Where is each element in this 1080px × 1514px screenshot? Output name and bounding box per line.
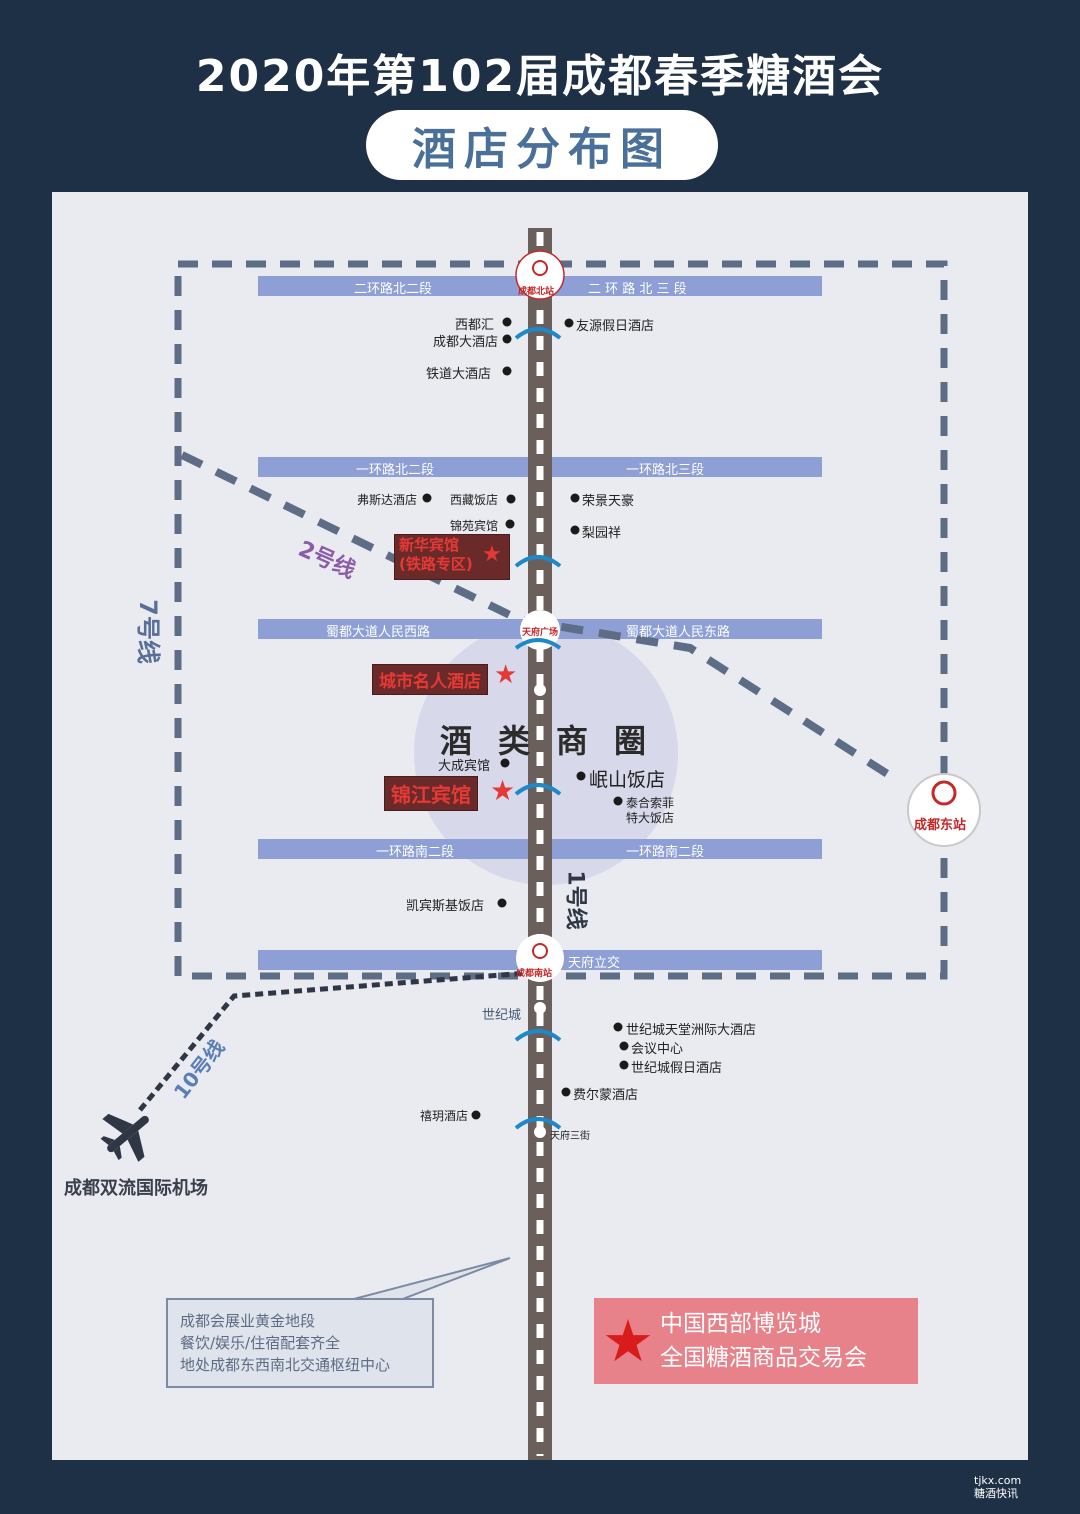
hotel-minshan: 岷山饭店 (589, 769, 666, 791)
metro-station-icon (514, 555, 562, 568)
callout-line: 餐饮/娱乐/住宿配套齐全 (180, 1334, 341, 1352)
star-icon: ★ (494, 660, 518, 690)
legend-line: 中国西部博览城 (660, 1311, 821, 1337)
hotel-shijicheng-intercontinental: 世纪城天堂洲际大酒店 (626, 1023, 757, 1038)
railway-icon (532, 943, 548, 959)
station-tianfu-square: 天府广场 (522, 628, 559, 638)
legend-line: 全国糖酒商品交易会 (660, 1345, 867, 1371)
hotel-liyuanxiang: 梨园祥 (582, 526, 622, 541)
hotel-shijicheng-holiday: 世纪城假日酒店 (631, 1061, 723, 1076)
railway-icon (931, 780, 957, 806)
hotel-jinjiang: 锦江宾馆 (384, 776, 478, 811)
hotel-xinhua-sub: (铁路专区) (399, 555, 473, 573)
metro-station-icon (514, 327, 562, 340)
hotel-fusida: 弗斯达酒店 (357, 493, 418, 507)
star-icon: ★ (490, 774, 516, 807)
road-label: 一环路北二段 (356, 463, 435, 478)
page-title: 2020年第102届成都春季糖酒会 (195, 51, 885, 102)
hotel-xiduhui: 西都汇 (455, 318, 495, 333)
road-label: 一环路南二段 (626, 845, 705, 860)
metro-stop (534, 684, 546, 696)
callout-box: 成都会展业黄金地段 餐饮/娱乐/住宿配套齐全 地处成都东西南北交通枢纽中心 (166, 1298, 434, 1388)
hotel-conference-center: 会议中心 (631, 1042, 684, 1057)
watermark-brand: 糖酒快讯 (974, 1487, 1018, 1500)
road-label: 蜀都大道人民东路 (626, 625, 731, 640)
station-tianfu-3rd: 天府三街 (550, 1131, 590, 1142)
hotel-sofitel-line1: 泰合索菲 (626, 796, 675, 810)
star-icon: ★ (602, 1307, 654, 1375)
station-east: 成都东站 (914, 818, 967, 833)
hotel-dots (422, 317, 629, 1120)
callout-line: 成都会展业黄金地段 (180, 1312, 316, 1330)
hotel-kempinski: 凯宾斯基饭店 (406, 899, 485, 914)
line10-route (138, 969, 541, 1112)
hotel-chengdu-grand: 成都大酒店 (433, 335, 499, 350)
callout-line: 地处成都东西南北交通枢纽中心 (180, 1356, 391, 1374)
hotel-xinhua: 新华宾馆 (399, 536, 460, 554)
star-icon: ★ (482, 542, 502, 567)
airport-name: 成都双流国际机场 (64, 1178, 208, 1199)
station-south: 成都南站 (516, 969, 553, 979)
hotel-city-celebrity: 城市名人酒店 (372, 664, 488, 695)
line1-label: 1号线 (562, 870, 588, 930)
hotel-dacheng: 大成宾馆 (438, 759, 491, 774)
hotel-jinyuan: 锦苑宾馆 (450, 519, 499, 533)
line2-route (180, 451, 903, 786)
line7-label: 7号线 (133, 599, 162, 664)
hotel-fairmont: 费尔蒙酒店 (573, 1088, 639, 1103)
watermark: tjkx.com 糖酒快讯 (974, 1474, 1021, 1500)
hotel-rongjing: 荣景天豪 (582, 494, 635, 509)
road-label: 一环路北三段 (626, 463, 705, 478)
metro-stop (534, 1002, 546, 1014)
subtitle-pill: 酒店分布图 (366, 110, 718, 180)
legend-box: ★ 中国西部博览城 全国糖酒商品交易会 (594, 1298, 918, 1384)
metro-stop (534, 1126, 546, 1138)
hotel-xiyue: 禧玥酒店 (420, 1109, 469, 1123)
subtitle: 酒店分布图 (412, 124, 672, 175)
callout-pointer (349, 1257, 511, 1301)
east-station-marker (907, 773, 981, 847)
legend-text: 中国西部博览城 全国糖酒商品交易会 (660, 1307, 867, 1375)
metro-station-icon (514, 638, 562, 650)
hotel-xizang: 西藏饭店 (450, 493, 499, 507)
road-label: 二环路北二段 (354, 282, 433, 297)
road-label: 蜀都大道人民西路 (326, 625, 431, 640)
metro-station-icon (514, 1117, 562, 1130)
road-label: 一环路南二段 (376, 845, 455, 860)
station-shijicheng: 世纪城 (482, 1008, 522, 1023)
hotel-xinhua-highlight: 新华宾馆 (铁路专区) (394, 534, 510, 580)
hotel-youyuan-holiday: 友源假日酒店 (576, 319, 655, 334)
airplane-icon (100, 1113, 149, 1162)
railway-icon (532, 260, 548, 276)
road-label: 天府立交 (568, 956, 621, 971)
liquor-circle-title: 酒类商圈 (440, 722, 673, 760)
watermark-domain: tjkx.com (974, 1474, 1022, 1487)
hotel-tiedao: 铁道大酒店 (426, 367, 492, 382)
road-label: 二 环 路 北 三 段 (588, 282, 687, 297)
metro-station-icon (514, 783, 562, 796)
station-north: 成都北站 (518, 287, 555, 297)
hotel-sofitel-line2: 特大饭店 (626, 811, 675, 825)
metro-station-icon (514, 1029, 562, 1042)
